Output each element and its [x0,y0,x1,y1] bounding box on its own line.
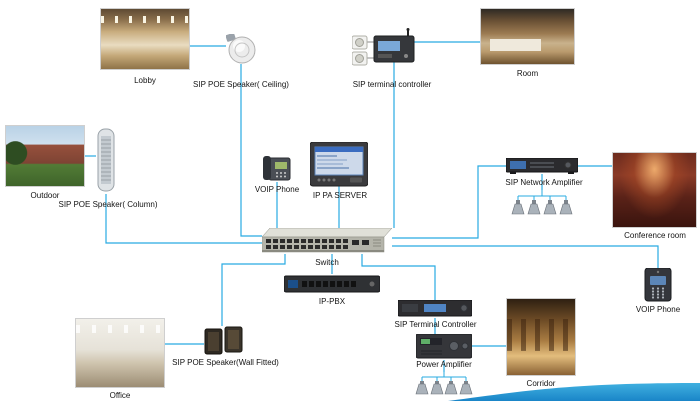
lobby-photo [100,8,190,70]
outdoor-photo [5,125,85,187]
sip-poe-wall-speaker [204,326,244,356]
corridor-label: Corridor [526,379,556,388]
ip-pa-server [310,142,368,188]
voip-phone-right-label: VOIP Phone [635,305,681,314]
wall-speaker-icon [204,326,243,355]
office-photo [75,318,165,388]
server-icon [310,142,368,187]
conference-room-photo [612,152,697,228]
power-amplifier-horn-speakers [414,372,474,401]
voip-phone-right [644,268,672,302]
horn-speakers-icon [511,190,573,215]
switch-label: Switch [315,258,339,267]
terminal-controller-icon [352,28,415,66]
network-switch-icon [262,228,392,253]
power-amplifier [416,334,472,360]
column-speaker-label: SIP POE Speaker( Column) [58,200,158,209]
network-amplifier-label: SIP Network Amplifier [505,178,583,187]
corridor-photo [506,298,576,376]
room-photo [480,8,575,65]
ip-pbx-label: IP-PBX [318,297,346,306]
sip-poe-column-speaker [96,128,116,194]
wall-speaker-label: SIP POE Speaker(Wall Fitted) [172,358,279,367]
column-speaker-icon [97,128,115,192]
terminal-controller-bottom-label: SIP Terminal Controller [394,320,477,329]
ip-pbx [284,274,380,294]
ceiling-speaker-icon [226,34,256,64]
sip-terminal-controller-top [352,28,416,68]
voip-phone-center [263,154,291,182]
horn-speakers-icon [415,372,473,395]
ceiling-speaker-label: SIP POE Speaker( Ceiling) [193,80,289,89]
voip-phone-icon [263,156,291,181]
power-amplifier-icon [416,334,472,359]
office-label: Office [109,391,131,400]
ip-pa-server-label: IP PA SERVER [312,191,368,200]
room-label: Room [516,69,539,78]
sip-network-amplifier [506,158,578,174]
amplifier-icon [506,158,578,174]
power-amplifier-label: Power Amplifier [416,360,472,369]
terminal-controller-rack-icon [398,300,472,317]
network-amplifier-horn-speakers [506,190,578,224]
outdoor-label: Outdoor [30,191,60,200]
rack-unit-icon [284,275,380,293]
network-switch [262,228,392,254]
voip-phone-icon [644,268,672,302]
voip-phone-center-label: VOIP Phone [254,185,300,194]
sip-poe-ceiling-speaker [226,34,256,64]
lobby-label: Lobby [134,76,156,85]
terminal-controller-top-label: SIP terminal controller [352,80,432,89]
sip-terminal-controller-bottom [398,300,472,318]
conference-room-label: Conference room [624,231,686,240]
